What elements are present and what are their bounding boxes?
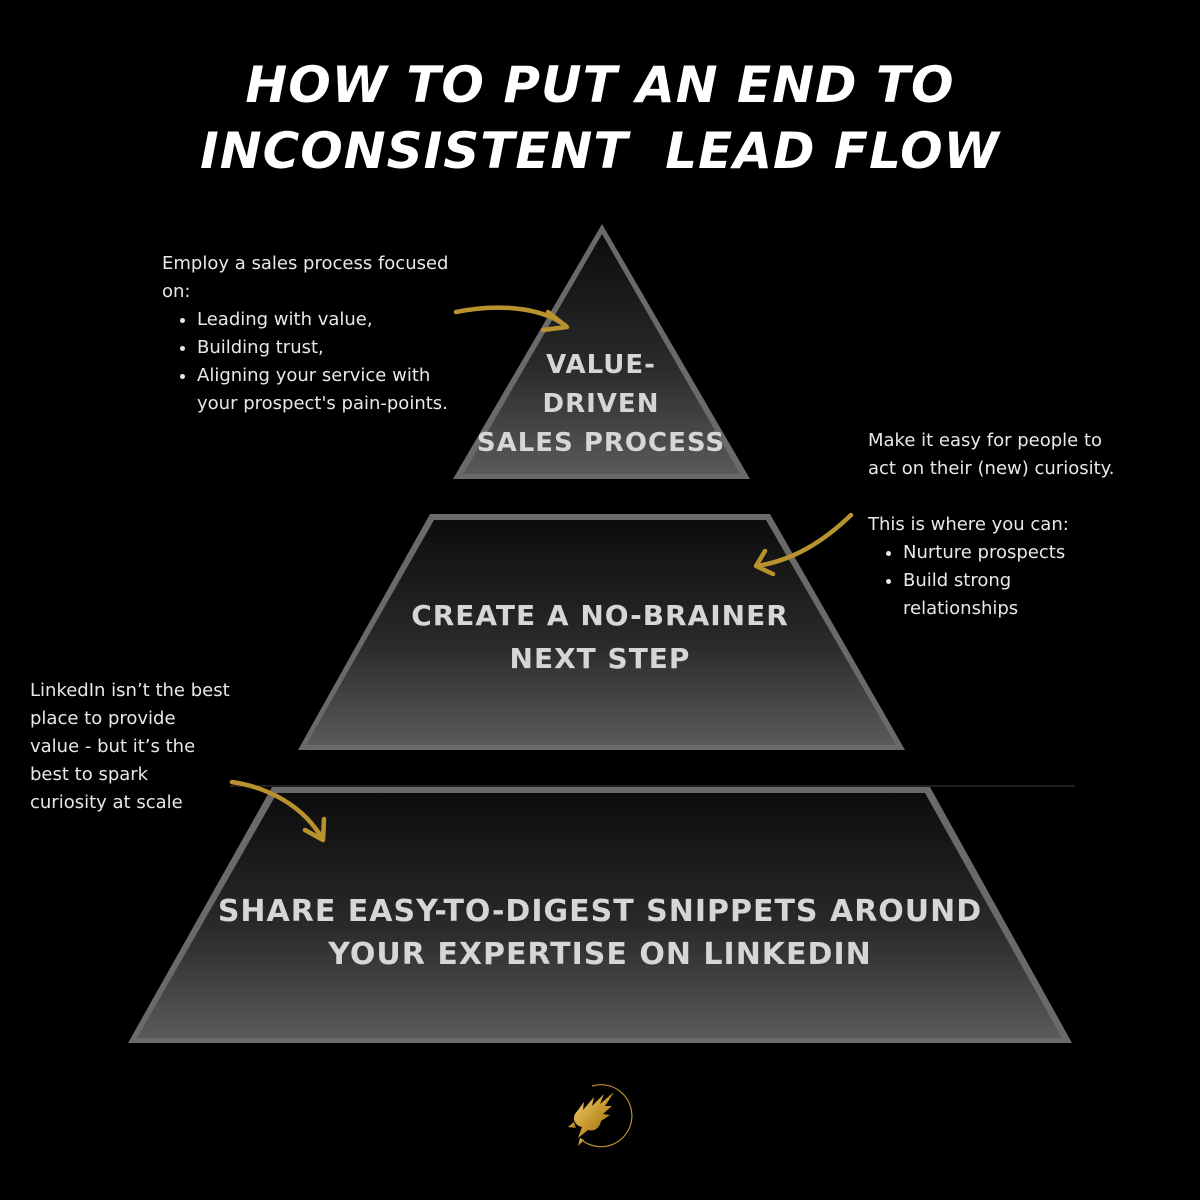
pyramid-tier-bottom [128,785,1075,1043]
pyramid-tier-middle [298,514,905,750]
list-item: Build strong relationships [903,567,1118,623]
list-item: Leading with value, [197,306,462,334]
note-right: Make it easy for people to act on their … [868,427,1118,623]
curved-arrow-right-icon [753,512,854,577]
curved-arrow-top-icon [453,305,570,333]
golden-eagle-logo-icon [568,1084,633,1148]
note-bottom-left: LinkedIn isn’t the best place to provide… [30,677,230,817]
note-top-left-list: Leading with value, Building trust, Alig… [162,306,462,418]
tier-middle-line: NEXT STEP [509,642,691,675]
note-top-left: Employ a sales process focused on: Leadi… [162,250,462,418]
tier-bottom-line: SHARE EASY-TO-DIGEST SNIPPETS AROUND [217,894,983,929]
note-right-list: Nurture prospects Build strong relations… [868,539,1118,623]
title-line-2: INCONSISTENT LEAD FLOW [200,122,1000,180]
tier-middle-line: CREATE A NO-BRAINER [411,599,789,632]
tier-top-line: SALES PROCESS [476,428,726,458]
tier-top-line: DRIVEN [542,389,660,419]
tier-bottom-label: SHARE EASY-TO-DIGEST SNIPPETS AROUND YOU… [180,890,1020,976]
pyramid-tier-top [453,224,750,479]
note-top-left-intro: Employ a sales process focused on: [162,253,449,302]
tier-middle-label: CREATE A NO-BRAINER NEXT STEP [360,594,840,680]
note-right-intro: Make it easy for people to act on their … [868,430,1115,479]
note-bottom-left-text: LinkedIn isn’t the best place to provide… [30,680,230,813]
curved-arrow-bottom-icon [229,779,327,843]
list-item: Building trust, [197,334,462,362]
tier-top-line: VALUE- [546,350,656,380]
tier-bottom-line: YOUR EXPERTISE ON LINKEDIN [328,937,872,972]
list-item: Aligning your service with your prospect… [197,362,462,418]
title-line-1: HOW TO PUT AN END TO [245,56,955,114]
note-right-intro-2: This is where you can: [868,514,1069,535]
tier-top-label: VALUE- DRIVEN SALES PROCESS [470,346,732,463]
page-title: HOW TO PUT AN END TO INCONSISTENT LEAD F… [0,52,1200,184]
list-item: Nurture prospects [903,539,1118,567]
